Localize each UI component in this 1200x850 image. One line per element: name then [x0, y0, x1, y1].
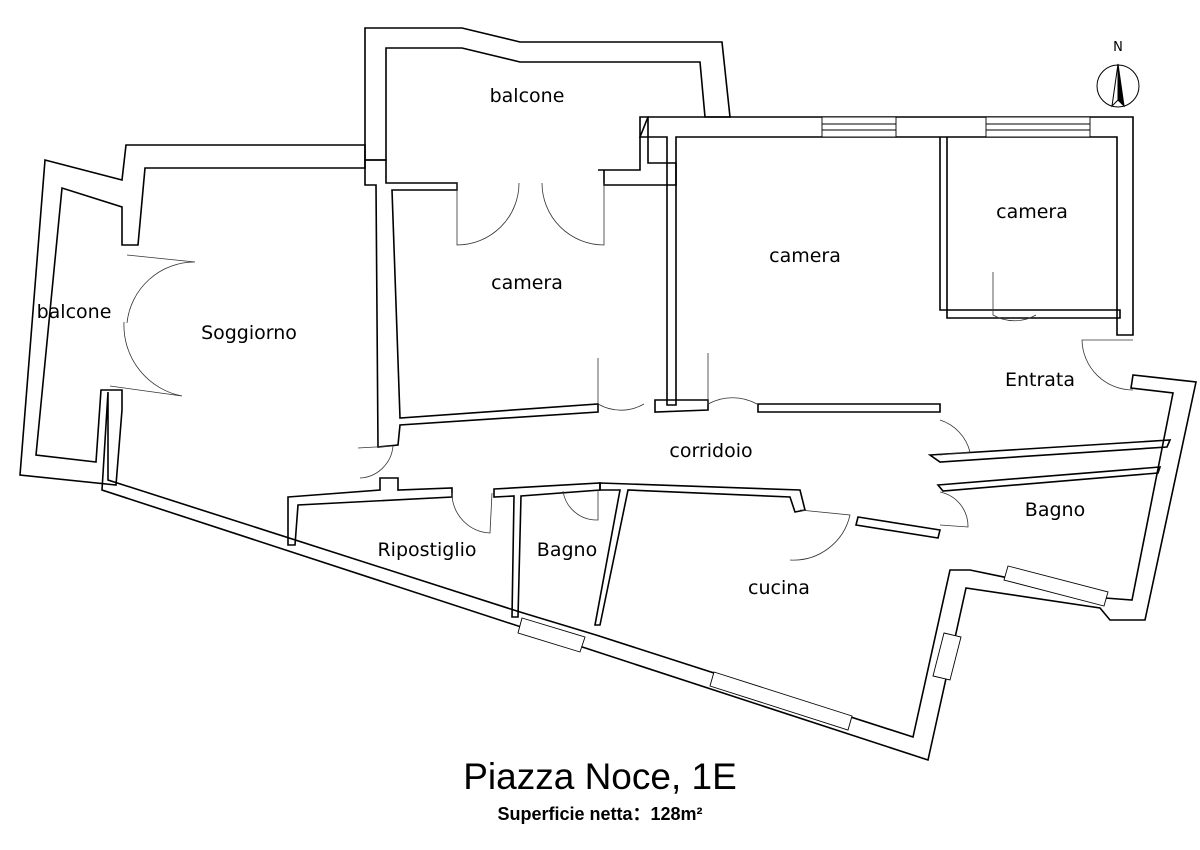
room-label-corridoio: corridoio — [669, 440, 752, 462]
room-label-bagno-1: Bagno — [537, 539, 597, 561]
room-label-camera-1: camera — [491, 272, 563, 294]
surface-value: 128m² — [650, 804, 703, 824]
outer-walls — [19, 27, 1197, 762]
compass-north-label: N — [1113, 40, 1123, 55]
surface-label: Superficie netta： — [497, 804, 651, 824]
room-label-balcone-top: balcone — [490, 85, 565, 107]
room-label-cucina: cucina — [748, 577, 810, 599]
room-label-ripostiglio: Ripostiglio — [377, 539, 476, 561]
room-label-entrata: Entrata — [1005, 369, 1075, 391]
surface-line: Superficie netta：128m² — [0, 800, 1200, 826]
room-label-balcone-left: balcone — [37, 301, 112, 323]
room-labels: balcone balcone Soggiorno camera camera … — [37, 85, 1086, 599]
doors — [109, 182, 1134, 561]
plan-title: Piazza Noce, 1E — [463, 756, 737, 797]
windows — [517, 116, 1109, 731]
room-label-camera-3: camera — [996, 201, 1068, 223]
compass: N — [1096, 40, 1140, 108]
room-label-camera-2: camera — [769, 245, 841, 267]
room-label-soggiorno: Soggiorno — [201, 322, 297, 344]
room-label-bagno-2: Bagno — [1025, 499, 1085, 521]
